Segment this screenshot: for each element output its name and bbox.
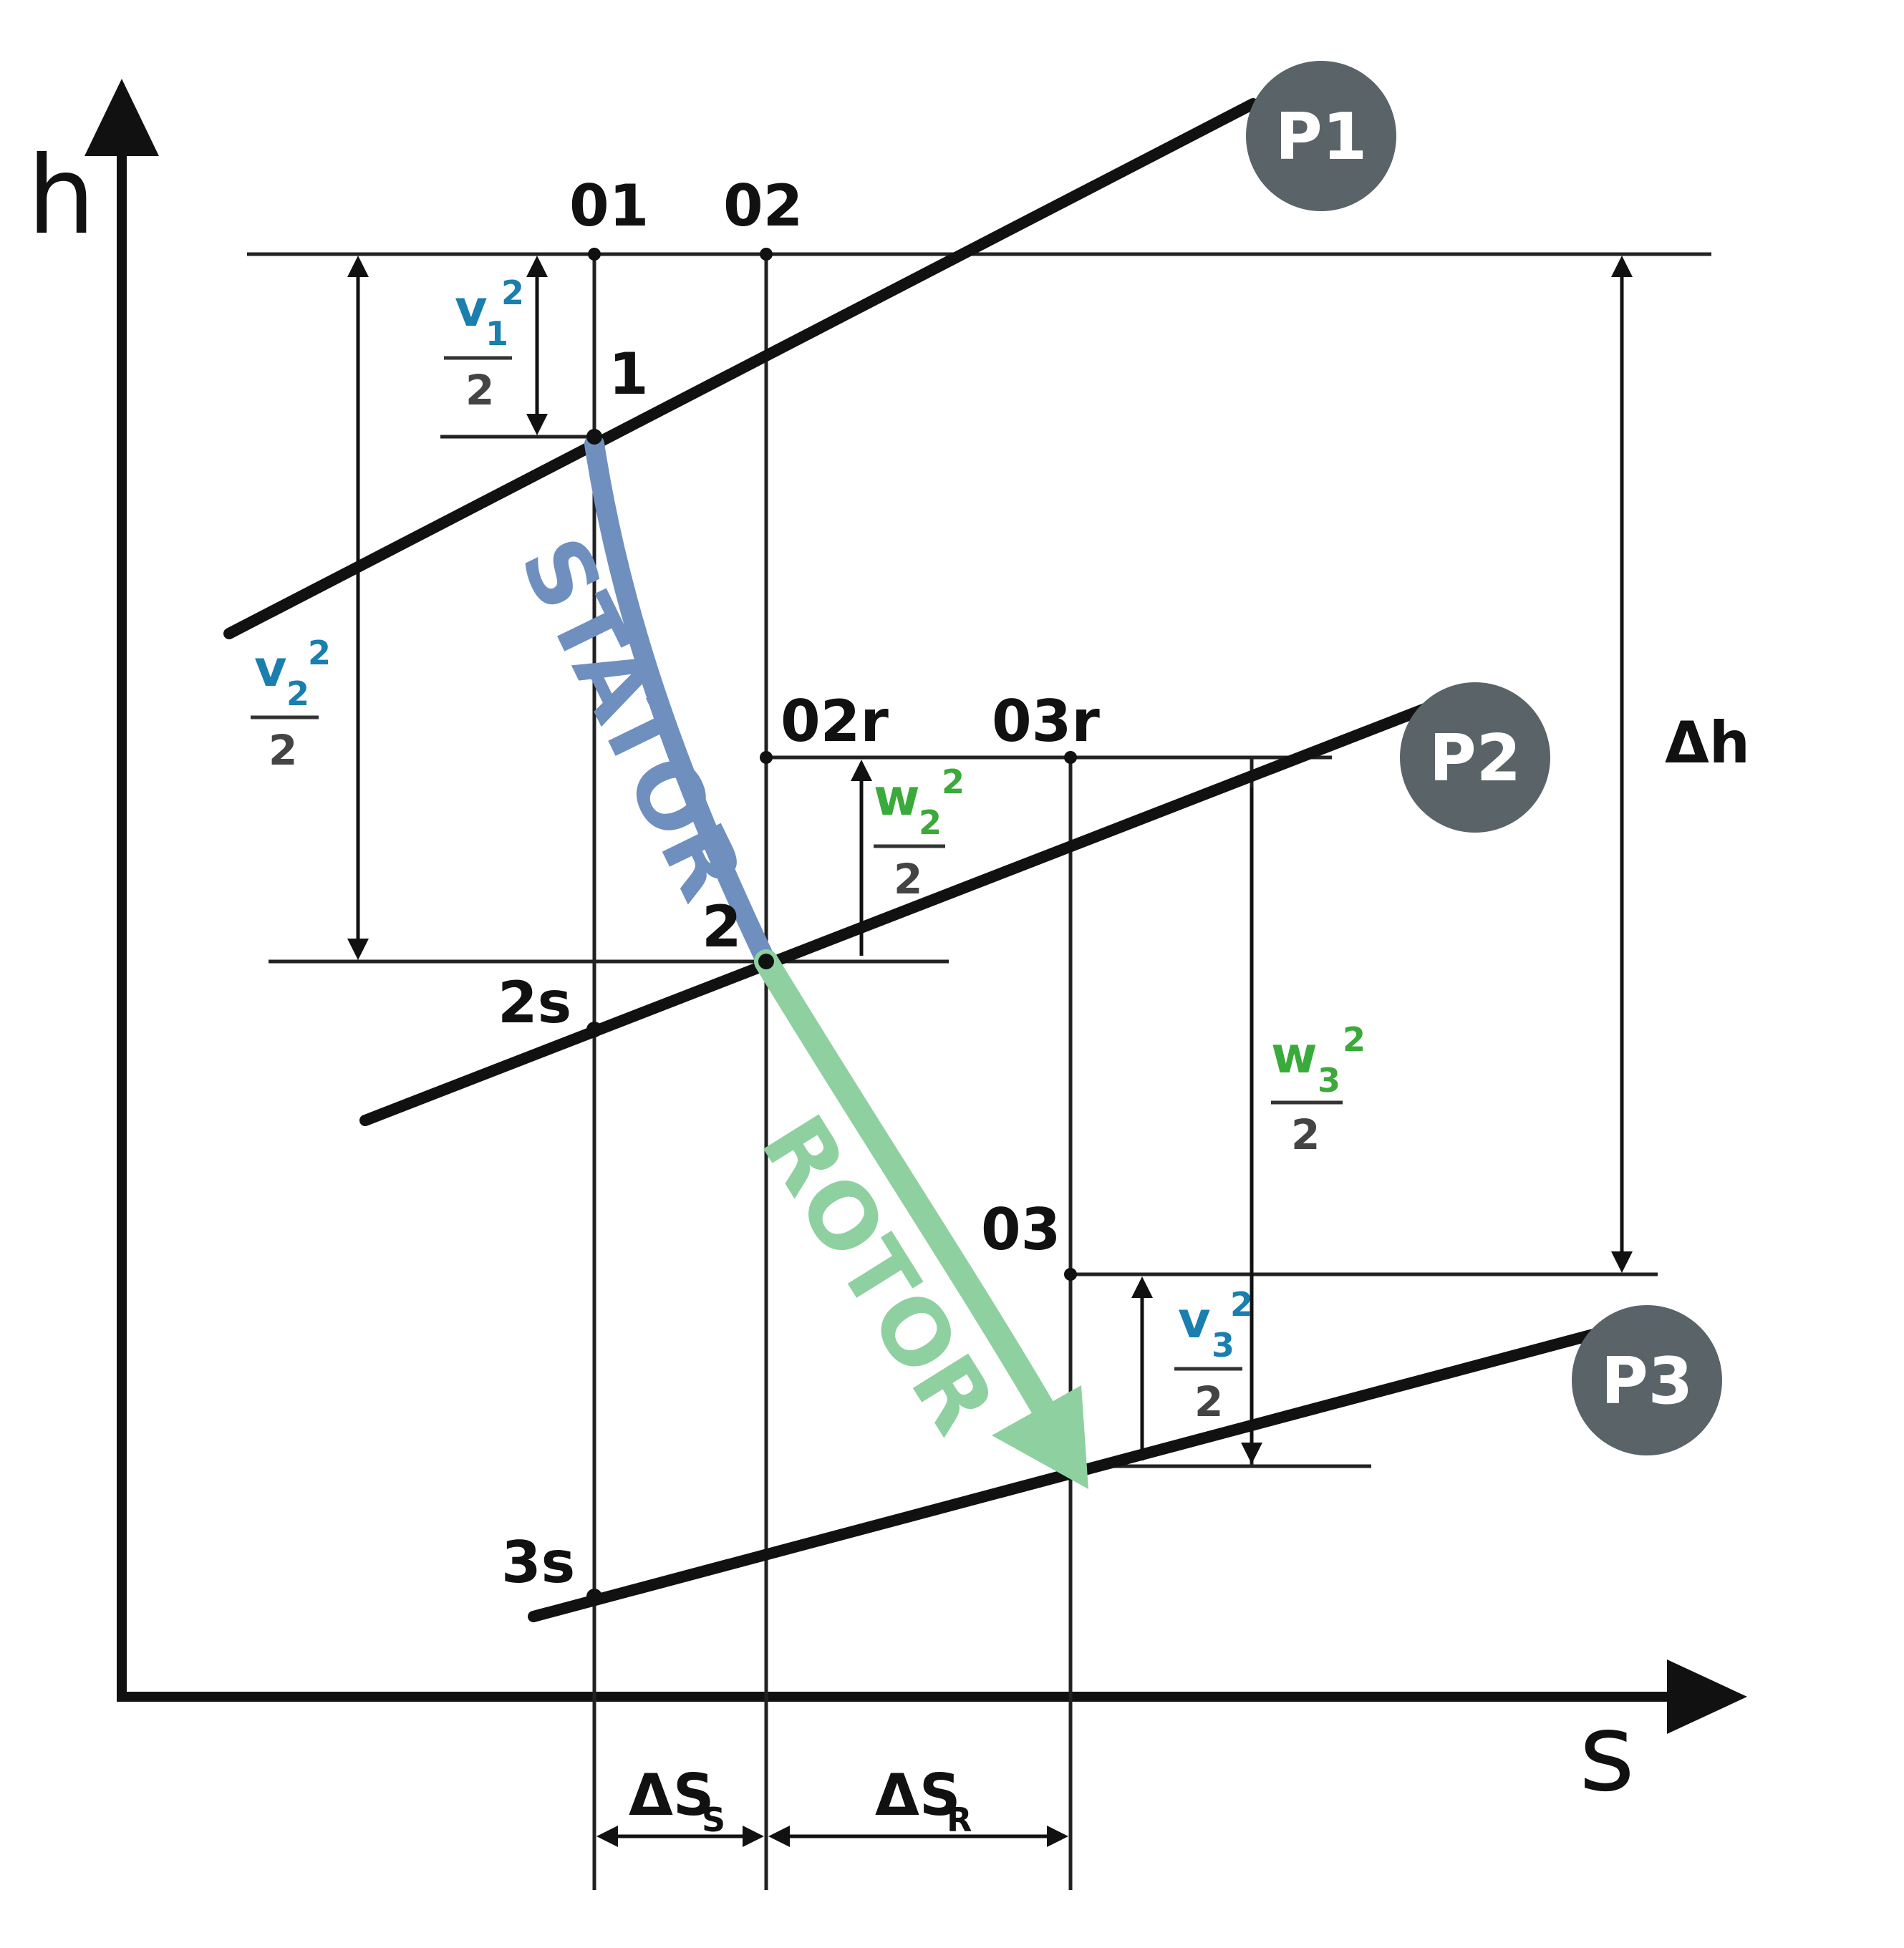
fraction-v2: v 2 2 2 [251,634,331,775]
h-axis-label: h [27,134,95,258]
svg-text:P2: P2 [1429,721,1522,796]
delta-ss-subscript: S [702,1801,725,1839]
dot-2s [586,1022,602,1037]
v2-denominator: 2 [269,726,297,775]
dot-02r [760,751,773,764]
dot-1 [586,429,602,445]
fraction-w2: w 2 2 2 [874,762,965,903]
point-labels: 01 02 1 02r 03r 2 2s 03 3s [498,173,1100,1596]
badge-p3: P3 [1572,1305,1722,1455]
v2-symbol: v [254,639,287,698]
v1-exponent: 2 [501,273,524,312]
dot-03r [1064,751,1077,764]
w3-subscript: 3 [1318,1061,1340,1100]
label-2: 2 [702,893,742,960]
w2-denominator: 2 [894,855,922,903]
v3-subscript: 3 [1212,1326,1234,1365]
delta-ss-label: ΔS [629,1762,715,1828]
v2-subscript: 2 [286,674,309,713]
dot-2 [758,954,774,969]
dot-3s [586,1589,602,1604]
label-1: 1 [609,341,649,407]
rotor-curve [754,949,1065,1437]
fraction-v1: v 1 2 2 [444,273,524,415]
w3-exponent: 2 [1343,1020,1366,1059]
label-02r: 02r [781,688,889,755]
v2-exponent: 2 [308,634,331,672]
label-03r: 03r [992,688,1100,755]
label-02: 02 [723,173,803,239]
delta-sr-label: ΔS [875,1762,961,1828]
v3-symbol: v [1178,1291,1211,1349]
w2-subscript: 2 [919,803,942,842]
dimension-arrows [347,256,1633,1847]
isobar-p2 [359,703,1431,1126]
stage-curves: STATOR ROTOR [500,434,1088,1489]
horizontal-lines [247,252,1711,1468]
delta-labels: Δh ΔS S ΔS R [629,709,1750,1839]
dot-01 [588,248,601,261]
v3-denominator: 2 [1194,1377,1223,1426]
v3-exponent: 2 [1230,1285,1253,1324]
fraction-v3: v 3 2 2 [1174,1285,1253,1426]
delta-sr-subscript: R [947,1801,972,1839]
rotor-arrowhead [992,1385,1088,1489]
label-2s: 2s [498,969,571,1036]
s-axis-arrowhead [1667,1659,1747,1734]
svg-text:P1: P1 [1275,100,1368,175]
w2-exponent: 2 [942,762,965,801]
state-points [586,248,1077,1604]
dot-03 [1064,1268,1077,1281]
w3-symbol: w [1271,1026,1318,1085]
isobar-p1 [223,98,1259,639]
svg-text:P3: P3 [1601,1344,1693,1419]
h-axis-arrowhead [84,79,159,156]
label-03: 03 [981,1196,1060,1263]
vertical-lines [592,254,1254,1890]
label-3s: 3s [501,1529,575,1596]
label-01: 01 [569,173,649,239]
fraction-w3: w 3 2 2 [1271,1020,1366,1159]
s-axis-label: s [1579,1691,1635,1816]
isobar-badges: P1 P2 P3 [1246,61,1722,1455]
stator-curve [584,434,776,971]
badge-p2: P2 [1400,682,1550,833]
w2-symbol: w [874,768,920,827]
v1-symbol: v [455,279,488,338]
badge-p1: P1 [1246,61,1396,211]
axes: h s [27,79,1747,1816]
v1-subscript: 1 [485,314,508,353]
w3-denominator: 2 [1291,1110,1320,1159]
dot-02 [760,248,773,261]
delta-h-label: Δh [1665,709,1750,776]
v1-denominator: 2 [465,366,494,415]
